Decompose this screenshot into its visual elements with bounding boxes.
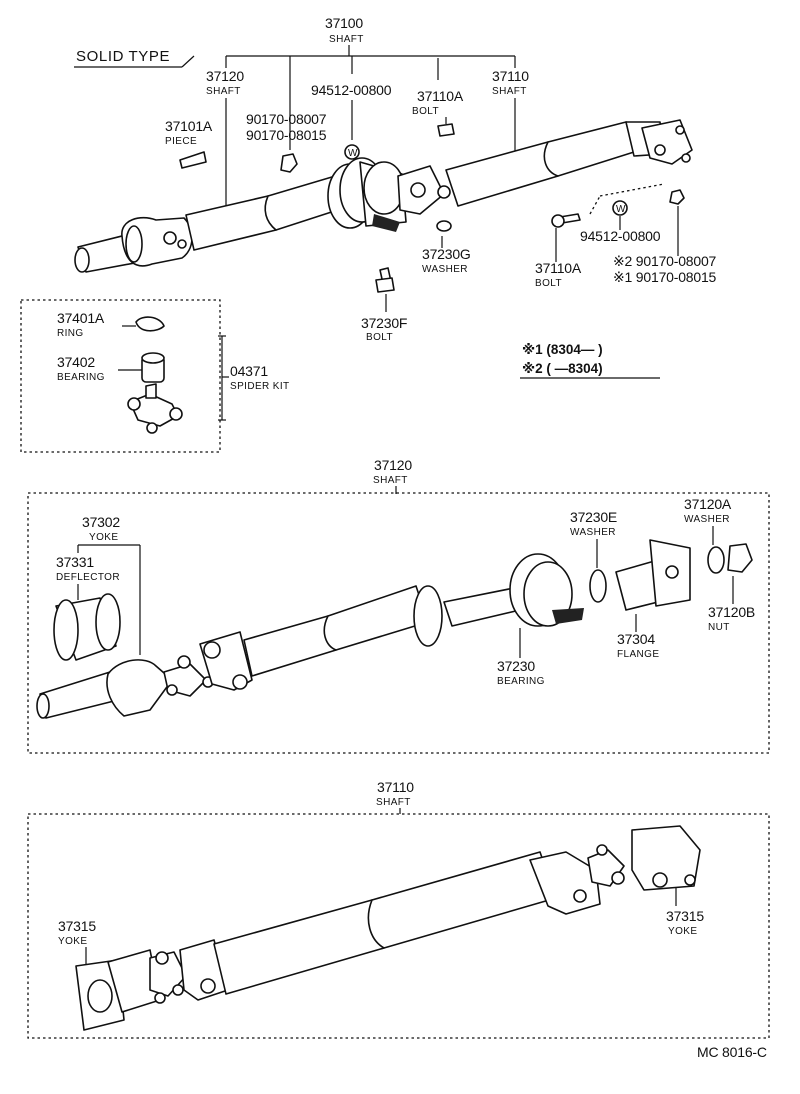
bottom-section-box	[27, 813, 770, 1039]
label-37230F-name: BOLT	[366, 332, 393, 343]
label-37101A-name: PIECE	[165, 136, 197, 147]
label-37230-pn: 37230	[497, 658, 535, 674]
label-37230G-pn: 37230G	[422, 246, 471, 262]
bolt-37230F-drawing	[375, 267, 395, 293]
label-37302-name: YOKE	[89, 532, 118, 543]
mid-header-pn: 37120	[374, 457, 412, 473]
label-37315-left-pn: 37315	[58, 918, 96, 934]
label-37315-right-name: YOKE	[668, 926, 697, 937]
label-37110-pn: 37110	[492, 68, 529, 84]
label-37315-right-pn: 37315	[666, 908, 704, 924]
label-04371-pn: 04371	[230, 363, 268, 379]
label-37315-left-name: YOKE	[58, 936, 87, 947]
label-37401A-pn: 37401A	[57, 310, 105, 326]
label-37230F-pn: 37230F	[361, 315, 407, 331]
label-37110A-lower-name: BOLT	[535, 278, 562, 289]
diagram-title: SOLID TYPE	[76, 48, 170, 65]
label-37110A-lower-pn: 37110A	[535, 260, 582, 276]
label-37100-name: SHAFT	[329, 34, 364, 45]
spider-kit-box: 37401A RING 37402 BEARING	[20, 299, 229, 453]
svg-text:W: W	[616, 204, 626, 215]
label-washer-94512-00800-top: 94512-00800	[311, 82, 392, 98]
label-37120-pn: 37120	[206, 68, 244, 84]
label-37120B-name: NUT	[708, 622, 730, 633]
label-37230G-name: WASHER	[422, 264, 468, 275]
label-washer-94512-00800-low: 94512-00800	[580, 228, 661, 244]
label-37402-name: BEARING	[57, 372, 105, 383]
label-37120B-pn: 37120B	[708, 604, 755, 620]
mid-section-box	[27, 492, 770, 754]
label-37331-pn: 37331	[56, 554, 94, 570]
label-37304-pn: 37304	[617, 631, 655, 647]
label-37302-pn: 37302	[82, 514, 120, 530]
label-37120-name: SHAFT	[206, 86, 241, 97]
label-37120A-pn: 37120A	[684, 496, 732, 512]
label-nut-90170-08015: 90170-08015	[246, 127, 327, 143]
diagram-code: MC 8016-C	[697, 1044, 767, 1060]
label-nut-90170-08007: 90170-08007	[246, 111, 327, 127]
label-37331-name: DEFLECTOR	[56, 572, 120, 583]
label-37230-name: BEARING	[497, 676, 545, 687]
label-37402-pn: 37402	[57, 354, 95, 370]
bottom-header-pn: 37110	[377, 779, 414, 795]
label-37110A-upper-pn: 37110A	[417, 88, 464, 104]
note-star2: ※2 ( —8304)	[522, 361, 603, 376]
top-shaft-assembly-drawing: W	[74, 119, 693, 273]
label-37110-name: SHAFT	[492, 86, 527, 97]
bolt-37110A-lower-drawing	[551, 213, 581, 228]
label-37120A-name: WASHER	[684, 514, 730, 525]
label-nut-star2: ※2 90170-08007	[613, 253, 717, 269]
mid-header-name: SHAFT	[373, 475, 408, 486]
mid-shaft-drawing	[36, 539, 753, 719]
label-37401A-name: RING	[57, 328, 84, 339]
svg-text:W: W	[348, 148, 358, 159]
label-37100-pn: 37100	[325, 15, 363, 31]
label-37230E-pn: 37230E	[570, 509, 617, 525]
label-37230E-name: WASHER	[570, 527, 616, 538]
bottom-shaft-drawing	[75, 825, 701, 1031]
note-star1: ※1 (8304— )	[522, 342, 603, 357]
label-04371-name: SPIDER KIT	[230, 381, 290, 392]
label-37304-name: FLANGE	[617, 649, 659, 660]
bottom-header-name: SHAFT	[376, 797, 411, 808]
label-37110A-upper-name: BOLT	[412, 106, 439, 117]
label-nut-star1: ※1 90170-08015	[613, 269, 717, 285]
label-37101A-pn: 37101A	[165, 118, 213, 134]
